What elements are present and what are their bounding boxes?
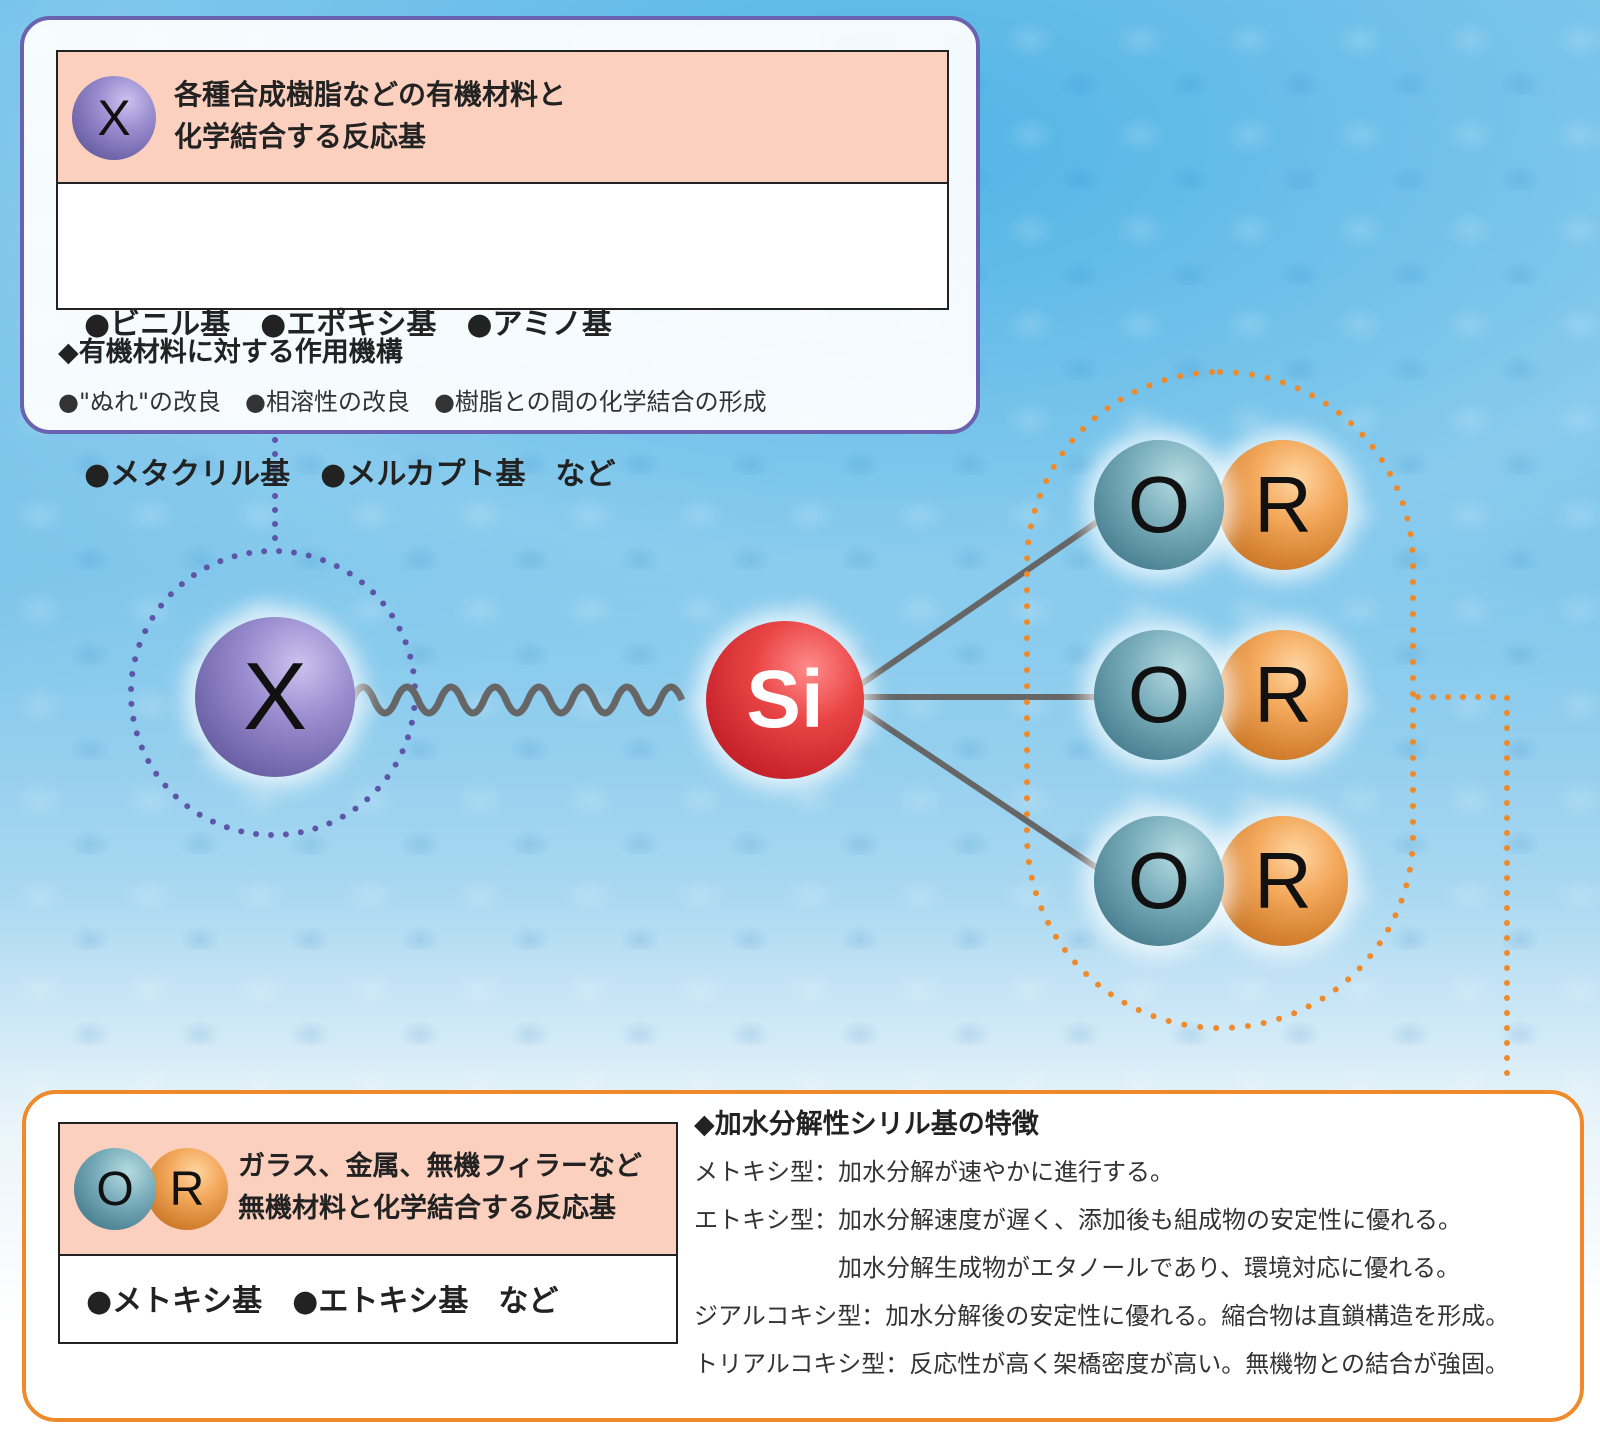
- o-atom-3: O: [1094, 816, 1224, 946]
- r-badge-label: R: [169, 1162, 205, 1216]
- mechanism-items: ●"ぬれ"の改良 ●相溶性の改良 ●樹脂との間の化学結合の形成: [58, 388, 767, 416]
- o-atom-2: O: [1094, 630, 1224, 760]
- inorganic-group-box: R O ガラス、金属、無機フィラーなど 無機材料と化学結合する反応基 ●メトキシ…: [58, 1122, 678, 1344]
- r-atom-1: R: [1218, 440, 1348, 570]
- inorganic-group-header: R O ガラス、金属、無機フィラーなど 無機材料と化学結合する反応基: [60, 1124, 676, 1256]
- feature-line-2: エトキシ型：加水分解速度が遅く、添加後も組成物の安定性に優れる。: [694, 1206, 1462, 1234]
- x-badge-label: X: [97, 90, 131, 146]
- x-atom: X: [195, 617, 355, 777]
- inorganic-group-list: ●メトキシ基 ●エトキシ基 など: [86, 1284, 559, 1319]
- wavy-linker: [348, 683, 686, 717]
- inorganic-heading-line1: ガラス、金属、無機フィラーなど: [238, 1151, 642, 1182]
- organic-heading-line1: 各種合成樹脂などの有機材料と: [174, 78, 567, 111]
- organic-group-header: X 各種合成樹脂などの有機材料と 化学結合する反応基: [58, 52, 947, 184]
- x-atom-label: X: [242, 643, 308, 750]
- bond-top: [858, 517, 1102, 688]
- feature-line-3: 加水分解生成物がエタノールであり、環境対応に優れる。: [838, 1254, 1461, 1282]
- organic-group-panel: X 各種合成樹脂などの有機材料と 化学結合する反応基 ●ビニル基 ●エポキシ基 …: [20, 16, 980, 492]
- bond-bottom: [858, 706, 1102, 873]
- o-atom-label: O: [1127, 650, 1191, 739]
- o-atom-label: O: [1127, 460, 1191, 549]
- r-atom-label: R: [1254, 460, 1312, 549]
- or-connector-dotted: [1415, 694, 1510, 1085]
- organic-heading: 各種合成樹脂などの有機材料と 化学結合する反応基: [174, 74, 566, 158]
- o-badge-label: O: [96, 1162, 134, 1216]
- organic-groups-line2: ●メタクリル基 ●メルカプト基 など: [84, 457, 616, 492]
- r-atom-label: R: [1254, 836, 1312, 925]
- o-atom-1: O: [1094, 440, 1224, 570]
- inorganic-heading-line2: 無機材料と化学結合する反応基: [238, 1193, 616, 1224]
- features-title: ◆加水分解性シリル基の特徴: [694, 1109, 1039, 1140]
- inorganic-group-panel: R O ガラス、金属、無機フィラーなど 無機材料と化学結合する反応基 ●メトキシ…: [22, 1090, 1584, 1422]
- o-badge: O: [74, 1148, 156, 1230]
- organic-heading-line2: 化学結合する反応基: [174, 120, 427, 153]
- r-atom-3: R: [1218, 816, 1348, 946]
- inorganic-heading: ガラス、金属、無機フィラーなど 無機材料と化学結合する反応基: [238, 1146, 642, 1230]
- r-badge: R: [146, 1148, 228, 1230]
- organic-group-list: ●ビニル基 ●エポキシ基 ●アミノ基 ●メタクリル基 ●メルカプト基 など: [84, 200, 615, 600]
- feature-line-4: ジアルコキシ型：加水分解後の安定性に優れる。縮合物は直鎖構造を形成。: [694, 1302, 1510, 1330]
- or-dotted-outline: [1024, 369, 1416, 1031]
- r-atom-2: R: [1218, 630, 1348, 760]
- r-atom-label: R: [1254, 650, 1312, 739]
- o-atom-label: O: [1127, 836, 1191, 925]
- mechanism-title: ◆有機材料に対する作用機構: [58, 337, 403, 368]
- feature-line-1: メトキシ型：加水分解が速やかに進行する。: [694, 1158, 1174, 1186]
- si-atom: Si: [706, 621, 864, 779]
- si-atom-label: Si: [746, 654, 824, 745]
- organic-group-box: X 各種合成樹脂などの有機材料と 化学結合する反応基 ●ビニル基 ●エポキシ基 …: [56, 50, 949, 492]
- x-badge: X: [72, 76, 156, 160]
- organic-groups-line1: ●ビニル基 ●エポキシ基 ●アミノ基: [84, 307, 612, 342]
- feature-line-5: トリアルコキシ型：反応性が高く架橋密度が高い。無機物との結合が強固。: [694, 1350, 1510, 1378]
